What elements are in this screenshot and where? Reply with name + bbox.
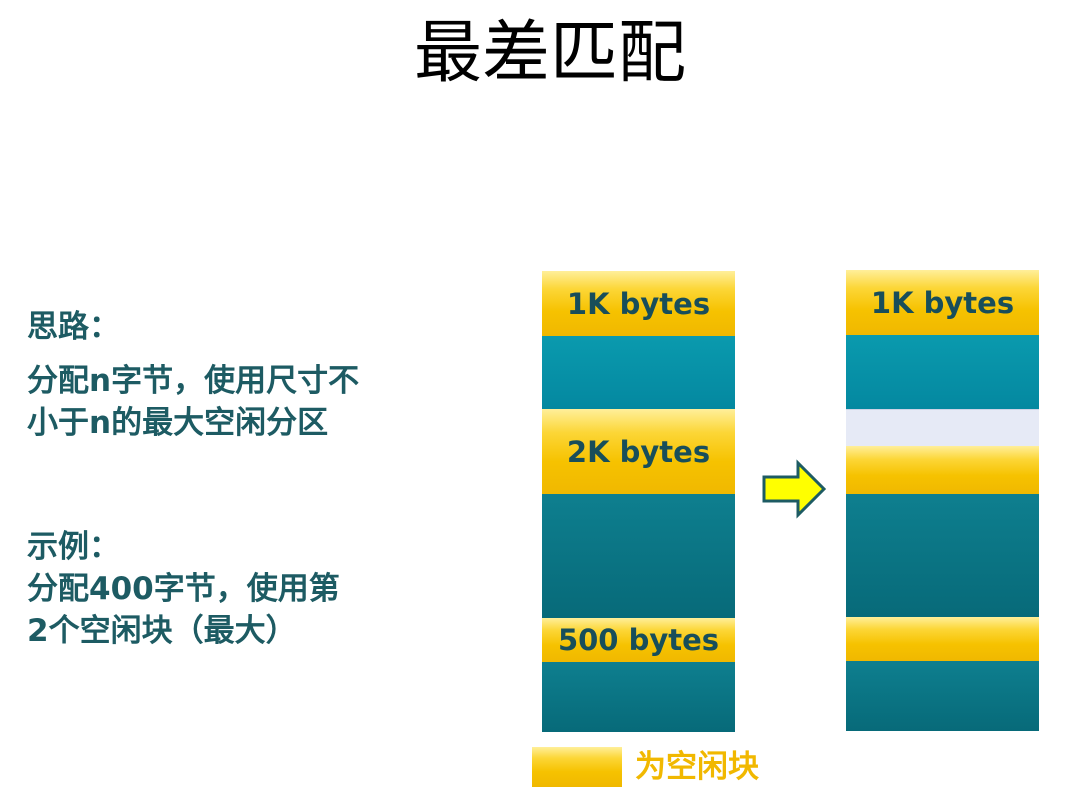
free-block-2k-before: 2K bytes xyxy=(542,409,735,494)
free-block-2k-label: 2K bytes xyxy=(566,434,711,469)
free-block-500-label: 500 bytes xyxy=(557,623,720,657)
example-line-1: 分配400字节，使用第 xyxy=(27,571,340,607)
used-block-before-3 xyxy=(542,662,735,732)
allocated-400-block xyxy=(846,409,1039,446)
used-block-before-2 xyxy=(542,494,735,618)
example-line-2: 2个空闲块（最大） xyxy=(27,613,297,649)
legend-free-swatch xyxy=(532,747,622,787)
idea-line-2: 小于n的最大空闲分区 xyxy=(27,405,329,441)
page-title: 最差匹配 xyxy=(413,14,686,93)
free-block-500-before: 500 bytes xyxy=(542,618,735,662)
free-block-1k-after-label: 1K bytes xyxy=(870,285,1015,320)
used-block-after-1 xyxy=(846,335,1039,409)
free-block-1k-after: 1K bytes xyxy=(846,270,1039,335)
free-block-1k-before: 1K bytes xyxy=(542,271,735,336)
used-block-before-1 xyxy=(542,336,735,409)
used-block-after-2 xyxy=(846,494,1039,617)
legend-label: 为空闲块 xyxy=(635,749,759,785)
idea-heading: 思路： xyxy=(27,309,120,345)
idea-text: 思路： 分配n字节，使用尺寸不 小于n的最大空闲分区 xyxy=(27,306,359,444)
right-arrow-icon xyxy=(762,459,827,519)
example-heading: 示例： xyxy=(27,529,120,565)
free-block-remaining-after xyxy=(846,446,1039,494)
used-block-after-3 xyxy=(846,661,1039,731)
idea-line-1: 分配n字节，使用尺寸不 xyxy=(27,363,360,399)
free-block-500-after xyxy=(846,617,1039,661)
example-text: 示例： 分配400字节，使用第 2个空闲块（最大） xyxy=(27,526,340,652)
free-block-1k-label: 1K bytes xyxy=(566,286,711,321)
